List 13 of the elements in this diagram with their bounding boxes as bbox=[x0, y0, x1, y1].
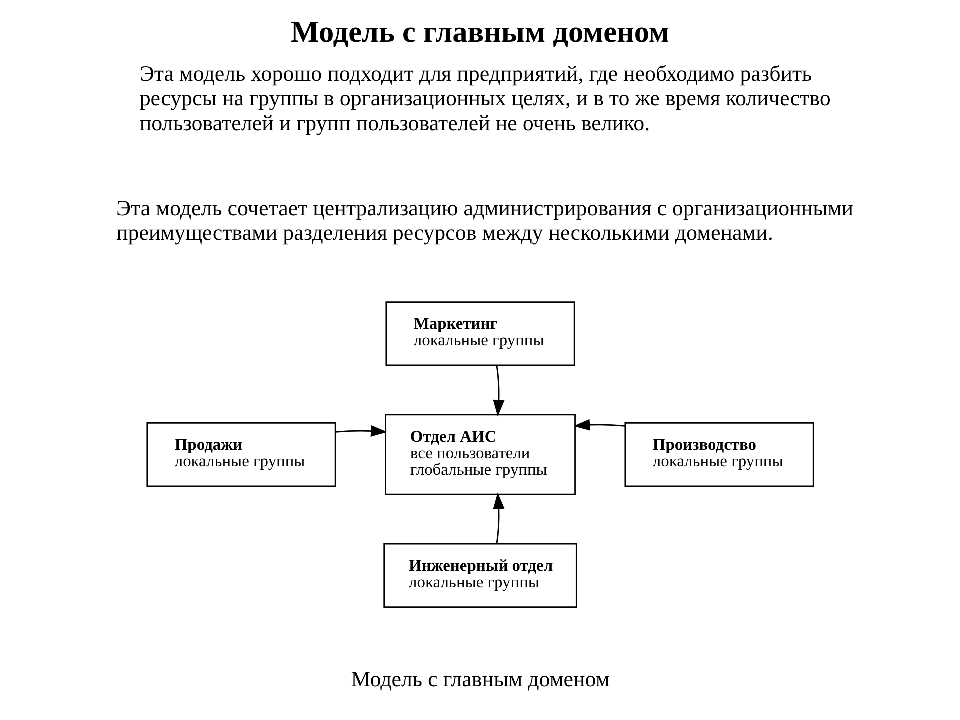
node-box: Отдел АИС все пользователи глобальные группы bbox=[384, 414, 576, 496]
arrow bbox=[492, 366, 504, 417]
diagram-title: Модель с главным доменом bbox=[290, 15, 670, 50]
node-box: Производство локальные группы bbox=[624, 422, 814, 488]
arrow bbox=[335, 425, 388, 438]
node-box: Продажи локальные группы bbox=[146, 422, 336, 488]
caption: Модель с главным доменом bbox=[350, 666, 610, 692]
label: Эта модель хорошо подходит для предприятий, где необходимо разбить ресурсы на группы в организационных целях, и в то же время количество пользователей и групп пользователей не очень велико. bbox=[139, 60, 830, 136]
node-box: Инженерный отдел локальные группы bbox=[383, 543, 577, 608]
label: Эта модель сочетает централизацию администрирования с организационными преимуществами разделения ресурсов между несколькими доменами. bbox=[116, 195, 854, 246]
arrow bbox=[492, 492, 504, 544]
node-box: Маркетинг локальные группы bbox=[385, 302, 575, 366]
arrow bbox=[573, 419, 625, 431]
